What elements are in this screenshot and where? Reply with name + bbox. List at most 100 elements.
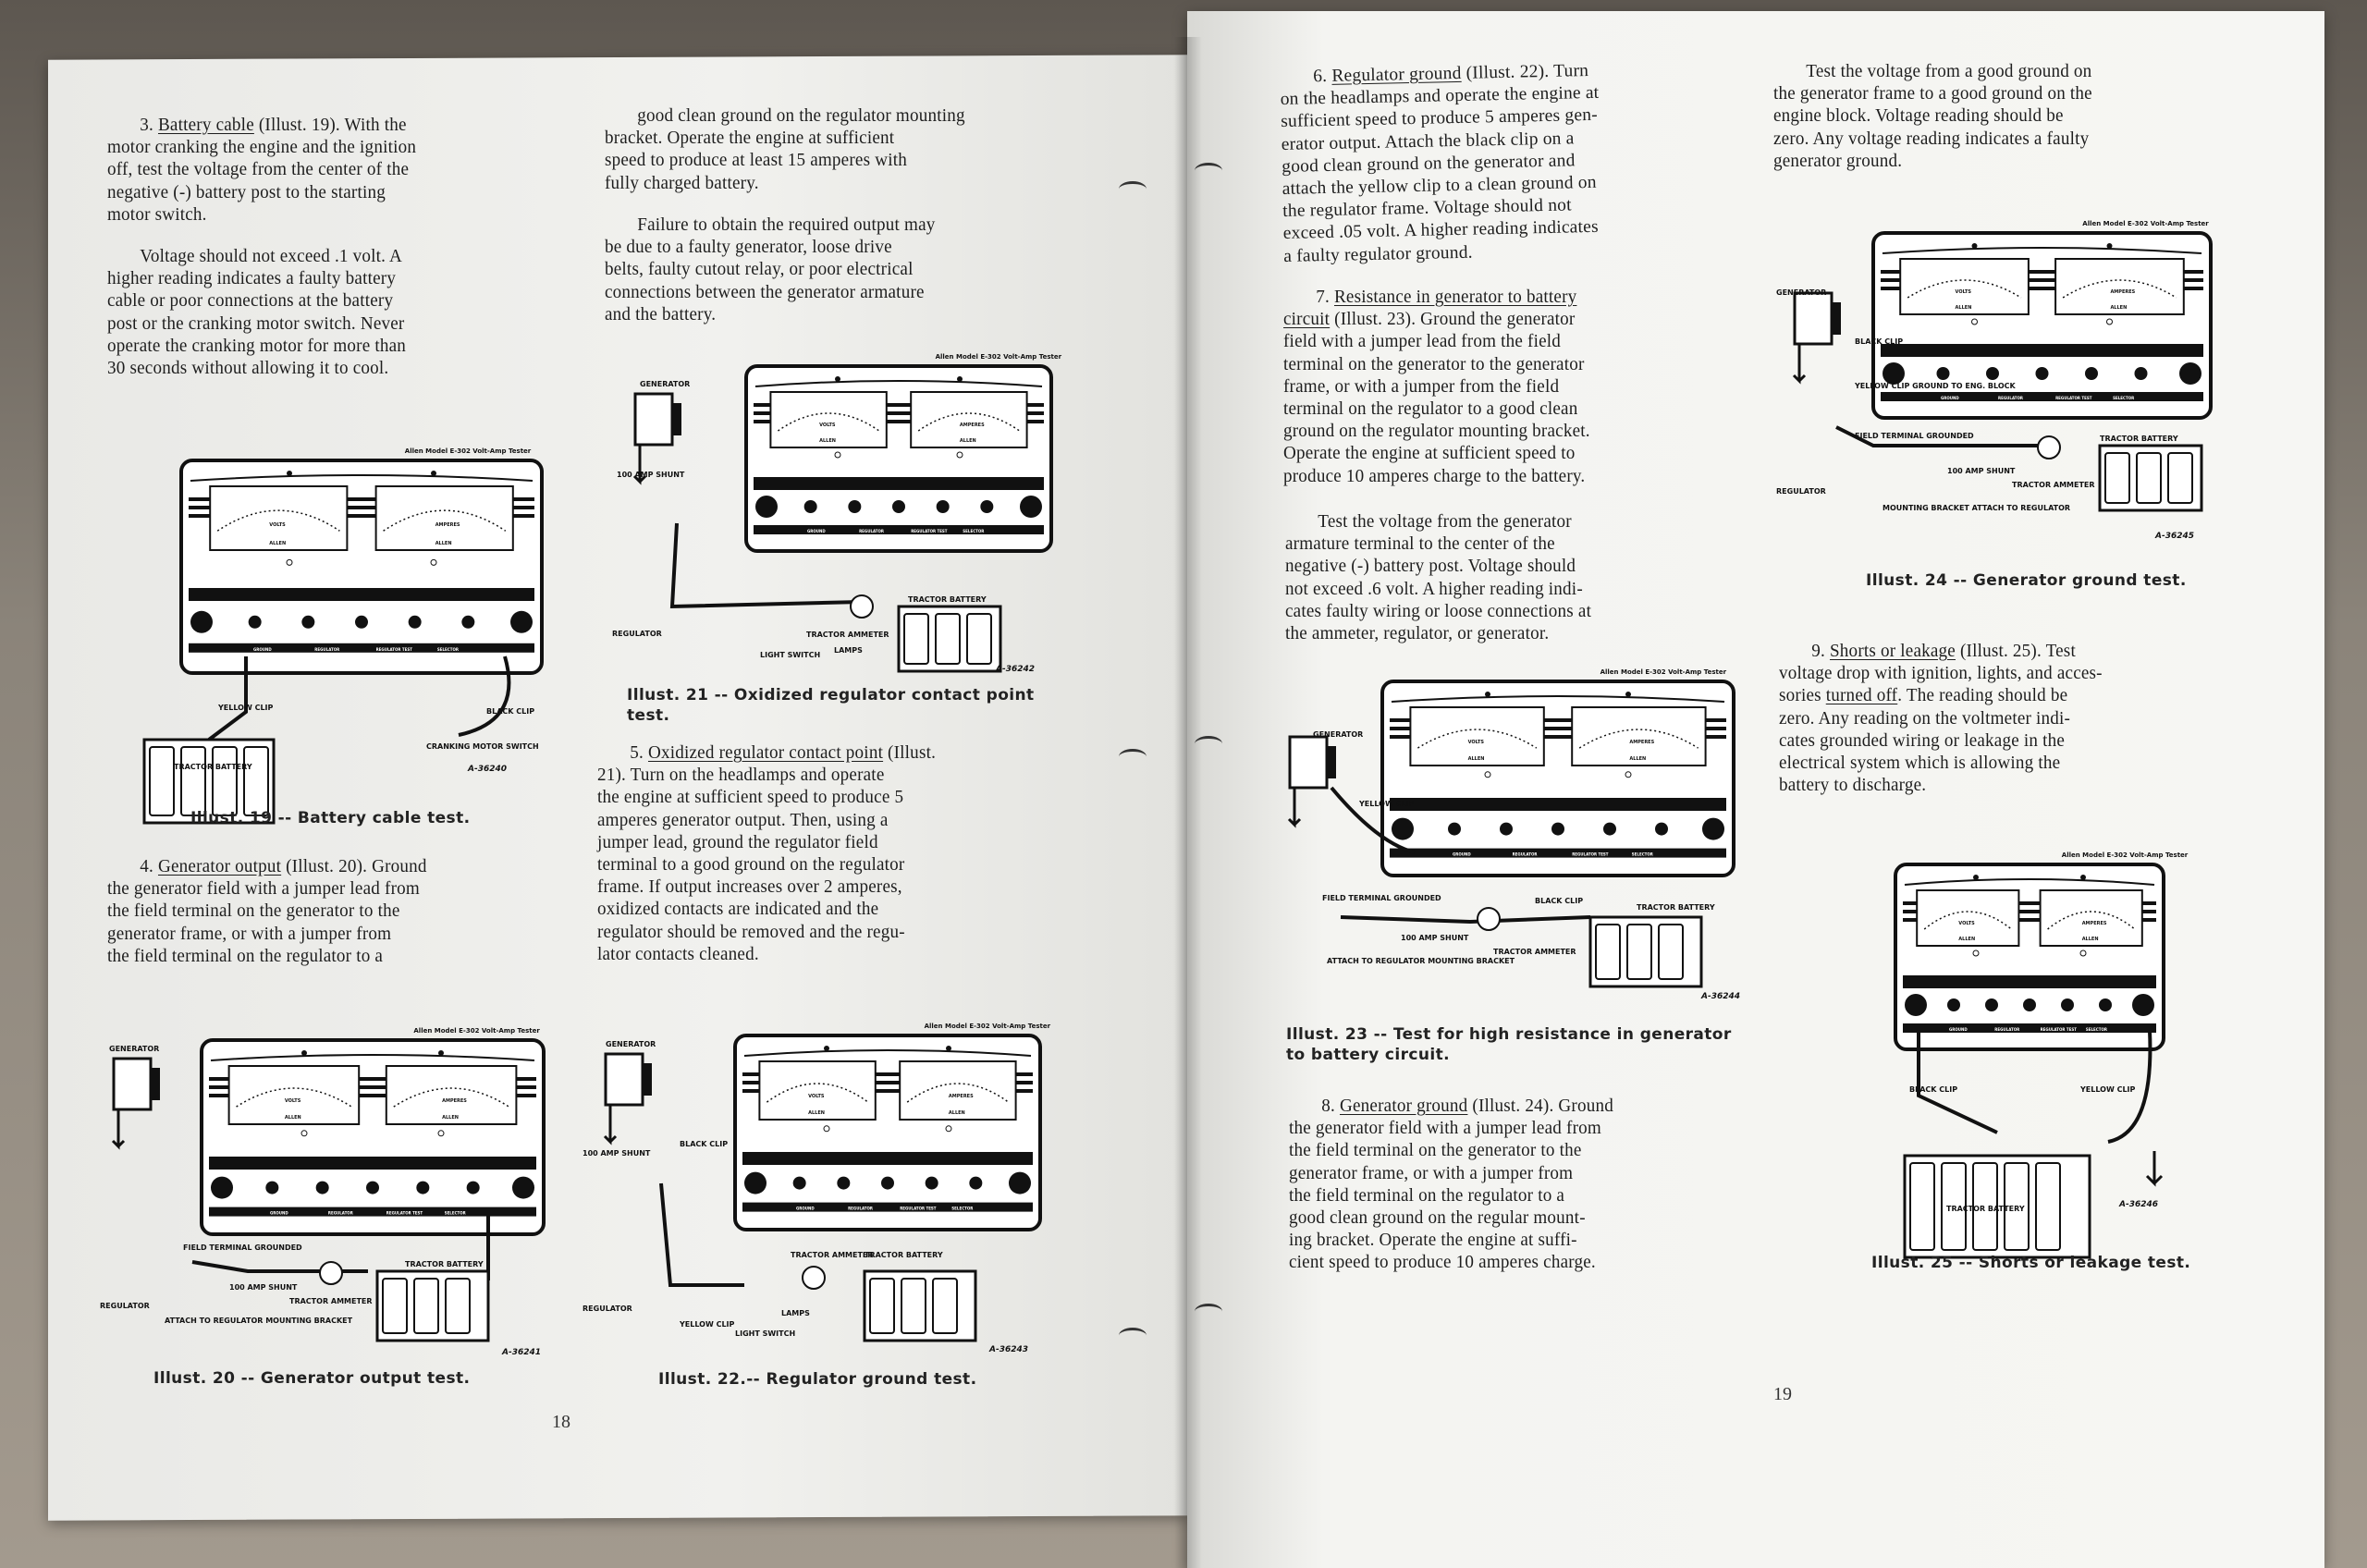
text-segment: motor cranking the engine and the igniti…: [107, 138, 417, 158]
text-line: generator frame, or with a jumper from: [107, 924, 427, 946]
staple-hole: [1119, 749, 1147, 765]
text-segment: good clean ground on the regular mount-: [1289, 1208, 1586, 1229]
text-line: produce 10 amperes charge to the battery…: [1283, 466, 1590, 488]
meter-brand: ALLEN: [1958, 937, 1975, 942]
meter-brand: ALLEN: [285, 1115, 301, 1121]
generator-body: [1288, 735, 1329, 790]
diagram-label: GENERATOR: [606, 1040, 656, 1048]
meter-unit-label: AMPERES: [1629, 740, 1654, 745]
text-segment: the field terminal on the regulator to a: [107, 946, 384, 966]
battery-cell: [2136, 452, 2162, 504]
illustration-20-diagram: Allen Model E-302 Volt-Amp TesterVOLTSAL…: [100, 1027, 546, 1357]
text-segment: bracket. Operate the engine at sufficien…: [605, 129, 895, 149]
meter-scale: [383, 509, 507, 532]
ground-arrow: [632, 445, 647, 485]
tester-knob-label: REGULATOR: [1513, 852, 1538, 857]
meter-unit-label: VOLTS: [269, 522, 286, 528]
text-segment: frame. If output increases over 2 ampere…: [597, 877, 902, 898]
diagram-label: TRACTOR BATTERY: [405, 1260, 484, 1268]
text-segment: (Illust. 23). Ground the generator: [1330, 310, 1576, 330]
tester-knob: [1702, 817, 1724, 840]
text-segment: not exceed .6 volt. A higher reading ind…: [1285, 579, 1583, 599]
text-line: motor cranking the engine and the igniti…: [107, 137, 416, 159]
text-line: Test the voltage from the generator: [1285, 511, 1591, 533]
text-line: amperes generator output. Then, using a: [597, 810, 936, 832]
text-line: good clean ground on the regulator mount…: [605, 105, 965, 128]
caption-illust-21-line2: test.: [627, 706, 670, 725]
text-line: terminal on the generator to the generat…: [1283, 354, 1590, 376]
meter-unit-label: AMPERES: [442, 1098, 467, 1104]
text-segment: the generator field with a jumper lead f…: [107, 879, 420, 900]
meter-face: [2054, 258, 2185, 315]
meter-unit-label: VOLTS: [808, 1094, 825, 1099]
text-segment: Test the voltage from the generator: [1318, 512, 1572, 532]
meter-face: [227, 1065, 361, 1125]
text-segment: voltage drop with ignition, lights, and …: [1779, 664, 2103, 684]
tester-top-arc: [754, 380, 1043, 387]
diagram-code: A-36245: [2154, 532, 2194, 541]
text-line: ground on the regulator mounting bracket…: [1283, 421, 1590, 443]
text-segment: generator frame, or with a jumper from: [1289, 1163, 1574, 1183]
tester-screw: [301, 1050, 307, 1056]
text-line: oxidized contacts are indicated and the: [597, 899, 936, 921]
caption-illust-23-line1: Illust. 23 -- Test for high resistance i…: [1286, 1025, 1732, 1044]
tester-screw: [824, 1046, 829, 1051]
adjust-screw: [1972, 949, 1980, 957]
tester-knob-label: REGULATOR TEST: [2041, 1027, 2078, 1032]
tester-knob: [1905, 994, 1927, 1016]
generator-body: [112, 1057, 153, 1111]
tester-knob-label: GROUND: [807, 529, 826, 533]
tester-bottom-strip: [1903, 1023, 2156, 1033]
meter-unit-label: VOLTS: [819, 423, 836, 428]
diagram-label: REGULATOR: [1776, 487, 1826, 496]
tester-knob: [2023, 998, 2036, 1011]
diagram-label: 100 AMP SHUNT: [617, 471, 685, 479]
text-segment: jumper lead, ground the regulator field: [597, 832, 878, 852]
diagram-label: FIELD TERMINAL GROUNDED: [183, 1243, 302, 1252]
tester-knob-label: GROUND: [1941, 396, 1959, 400]
text-line: regulator should be removed and the regu…: [597, 922, 936, 944]
illustration-21-diagram: Allen Model E-302 Volt-Amp TesterVOLTSAL…: [612, 353, 1062, 674]
text-segment: the generator frame to a good ground on …: [1773, 84, 2092, 104]
tester-knob: [190, 610, 213, 633]
tester-knob: [1448, 822, 1461, 836]
generator-pulley: [1327, 746, 1336, 778]
tester-knob: [466, 1181, 480, 1194]
text-segment: cates grounded wiring or leakage in the: [1779, 730, 2066, 751]
meter-unit-label: VOLTS: [1958, 921, 1975, 926]
battery-cell: [2035, 1162, 2061, 1251]
meter-face: [1571, 706, 1707, 766]
diagram-label: GENERATOR: [1313, 730, 1363, 739]
tester-top-arc: [1904, 878, 2155, 886]
tester-knob: [1883, 362, 1905, 385]
text-segment: terminal on the generator to the generat…: [1283, 354, 1585, 374]
tester-knob: [848, 500, 862, 513]
tester-knob-label: REGULATOR TEST: [1572, 852, 1609, 857]
tester-stripe: [742, 1089, 1033, 1093]
diagram-label: 100 AMP SHUNT: [1947, 467, 2016, 475]
text-line: cates grounded wiring or leakage in the: [1779, 730, 2103, 753]
text-segment: zero. Any reading on the voltmeter indi-: [1779, 708, 2071, 729]
tester-knob: [408, 615, 422, 629]
tester-knob: [936, 500, 950, 513]
text-segment: the field terminal on the generator to t…: [107, 901, 400, 922]
page-number-19: 19: [1773, 1384, 1792, 1404]
text-line: electrical system which is allowing the: [1779, 753, 2103, 775]
underlined-heading: Regulator ground: [1331, 63, 1462, 86]
battery: [863, 1269, 977, 1342]
tester-stripe: [1903, 910, 2156, 913]
text-segment: . The reading should be: [1897, 686, 2068, 706]
tester-knob: [2035, 367, 2049, 380]
meter-scale: [1578, 729, 1699, 749]
generator-pulley: [1832, 302, 1841, 335]
diagram-label: CRANKING MOTOR SWITCH: [426, 742, 539, 751]
underlined-heading: turned off: [1825, 686, 1898, 706]
tester-knob: [301, 615, 315, 629]
diagram-code: A-36241: [501, 1348, 541, 1357]
text-line: generator frame, or with a jumper from: [1289, 1163, 1613, 1185]
tester-knob: [969, 1176, 983, 1190]
caption-illust-24: Illust. 24 -- Generator ground test.: [1866, 571, 2187, 590]
tester-knob: [2134, 367, 2148, 380]
text-line: lator contacts cleaned.: [597, 944, 936, 966]
diagram-label: ATTACH TO REGULATOR MOUNTING BRACKET: [1327, 957, 1515, 965]
